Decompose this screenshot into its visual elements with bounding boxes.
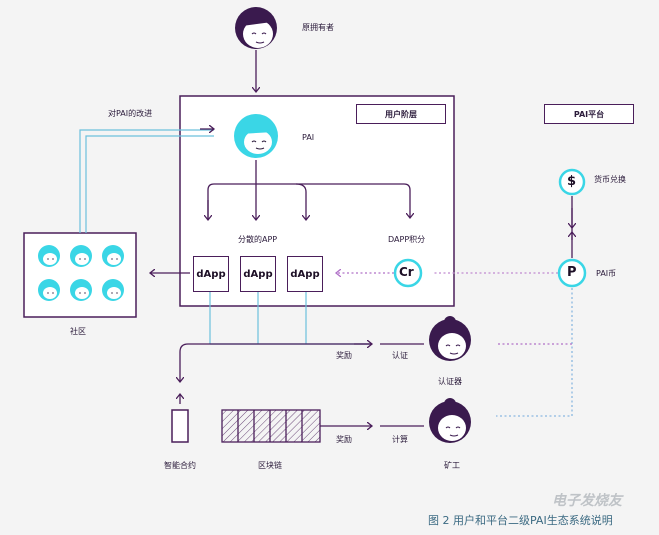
smart-contract-box [171,409,189,443]
p-coin-icon [557,258,587,288]
person-face-icon [235,7,277,49]
watermark: 电子发烧友 [552,493,622,509]
community-faces [38,245,124,301]
dapp-2: dApp [240,256,276,292]
certify-label: 认证 [392,351,408,360]
pai-coin-label: PAI币 [596,269,617,278]
original-owner-label: 原拥有者 [302,23,334,32]
blockchain-label: 区块链 [258,461,282,470]
miner-label: 矿工 [444,461,460,470]
p-glyph: P [567,265,577,280]
smart-contract-label: 智能合约 [164,461,196,470]
currency-exchange-label: 货币兑换 [594,175,626,184]
blockchain-blocks [221,409,321,443]
user-layer-title: 用户阶层 [356,104,446,124]
reward-1-label: 奖励 [336,351,352,360]
community-label: 社区 [70,327,86,336]
dapp-3-label: dApp [290,268,320,280]
reward-2-label: 奖励 [336,435,352,444]
person-face-icon [234,114,278,158]
dollar-glyph: $ [567,174,577,189]
user-layer-text: 用户阶层 [385,109,417,119]
pai-label: PAI [302,133,315,142]
dapp-1: dApp [193,256,229,292]
cr-glyph: Cr [399,265,414,279]
pai-platform-text: PAI平台 [573,109,605,119]
certifier-label: 认证器 [438,377,462,386]
figure-caption: 图 2 用户和平台二级PAI生态系统说明 [428,514,613,527]
dollar-coin-icon [558,168,586,196]
dapp-2-label: dApp [243,268,273,280]
cr-coin-icon [393,258,423,288]
pai-platform-title: PAI平台 [544,104,634,124]
dapp-points-label: DAPP积分 [388,235,426,244]
dapp-1-label: dApp [196,268,226,280]
improve-pai-label: 对PAI的改进 [108,109,153,118]
person-face-icon [429,398,471,443]
compute-label: 计算 [392,435,408,444]
distributed-app-label: 分散的APP [238,235,278,244]
person-face-icon [429,316,471,361]
dapp-3: dApp [287,256,323,292]
